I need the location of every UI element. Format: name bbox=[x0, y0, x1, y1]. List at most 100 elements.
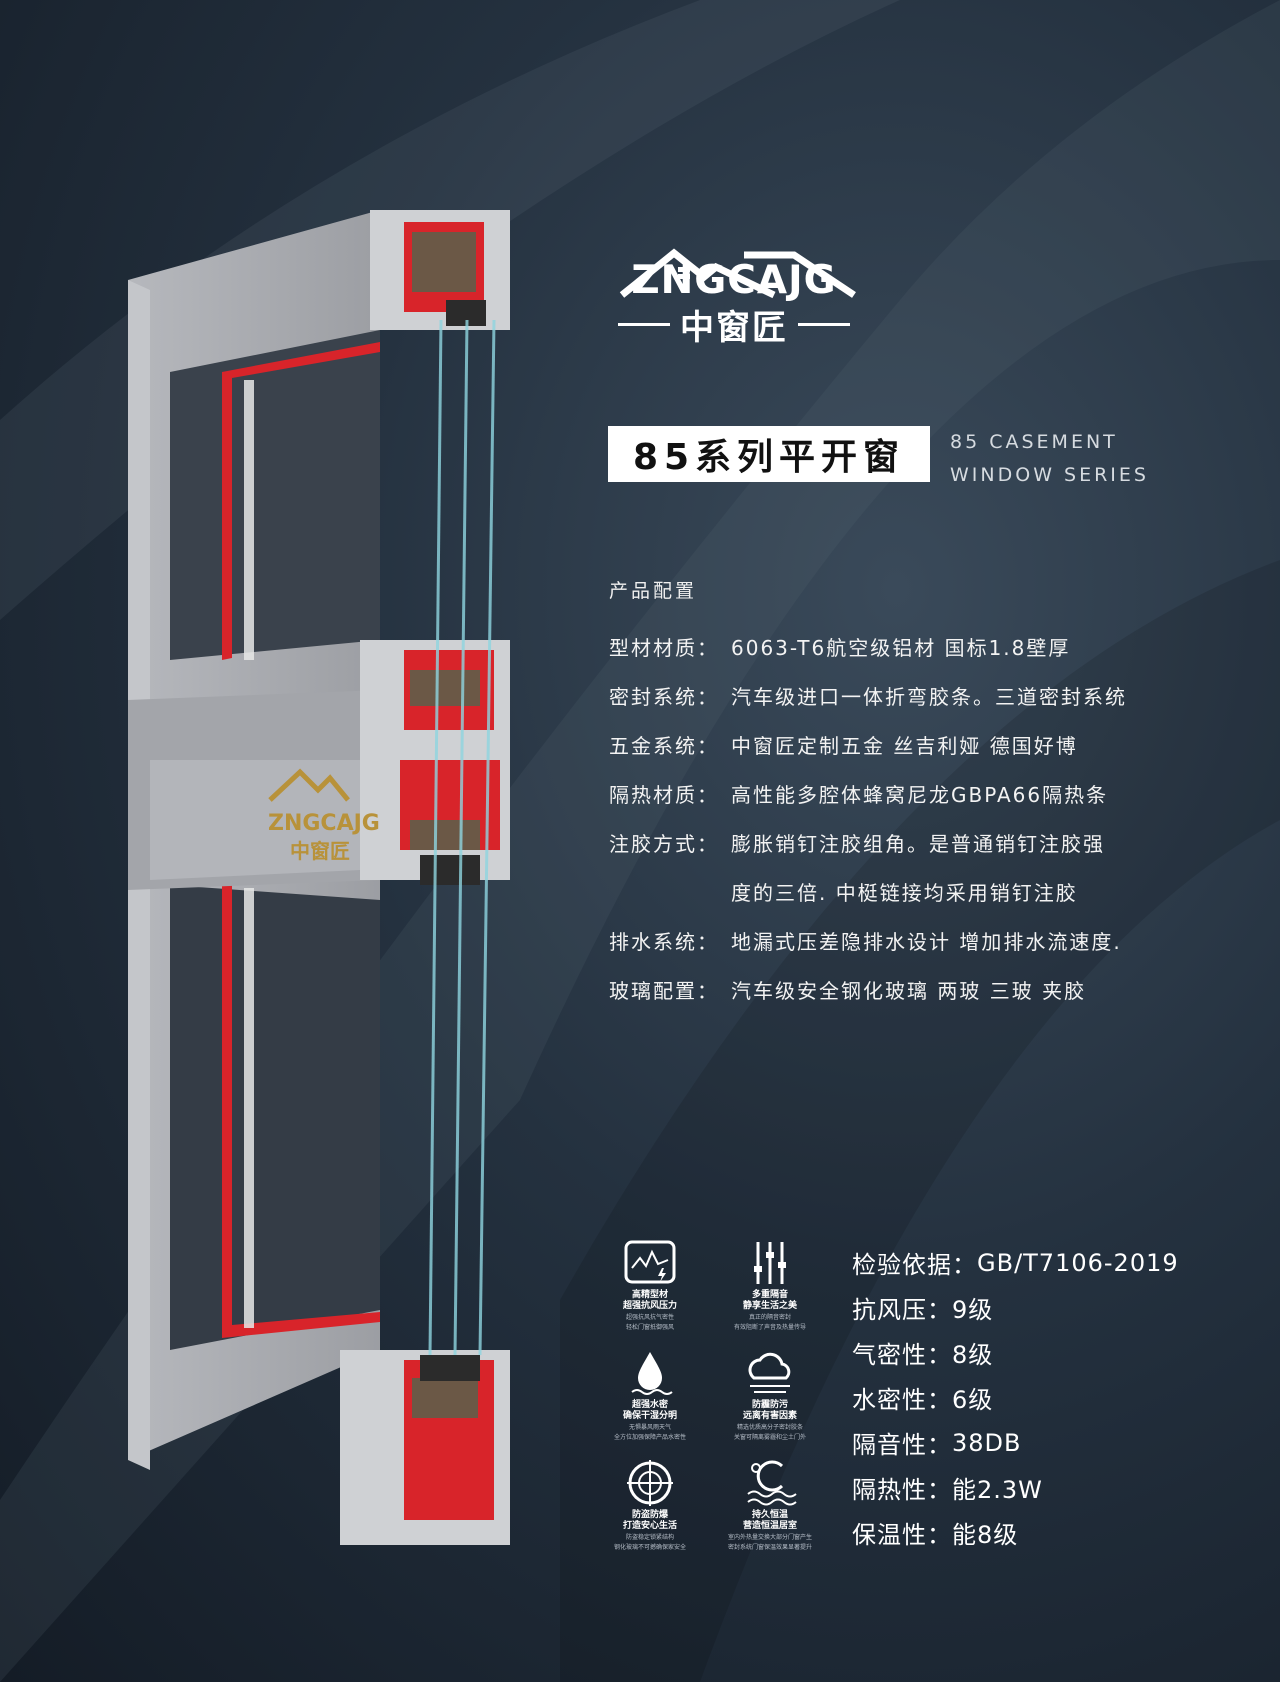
feature-sub: 防盗稳定锁紧结构 bbox=[625, 1534, 674, 1541]
feature-water: 超强水密 确保干湿分明 无惧暴风雨天气 全方位加强保障产品水密性 bbox=[590, 1348, 710, 1448]
spec-value: 中窗匠定制五金 丝吉利娅 德国好博 bbox=[731, 734, 1078, 758]
product-title-box: 85系列平开窗 bbox=[608, 426, 930, 482]
spec-value: 6063-T6航空级铝材 国标1.8壁厚 bbox=[731, 636, 1071, 660]
top-profile-section bbox=[370, 210, 510, 330]
feature-sub: 密封系统门窗保温效果显著提升 bbox=[727, 1544, 812, 1551]
pressure-monitor-icon bbox=[624, 1240, 676, 1284]
rating-row: 检验依据：GB/T7106-2019 bbox=[852, 1240, 1272, 1285]
feature-temperature: 持久恒温 营造恒温居室 室内外热量交换大部分门窗产生 密封系统门窗保温效果显著提… bbox=[710, 1458, 830, 1558]
frame-logo bbox=[268, 768, 350, 802]
water-drop-icon bbox=[631, 1352, 673, 1395]
brand-name-cn: 中窗匠 bbox=[680, 308, 788, 348]
bottom-profile-section bbox=[340, 1350, 510, 1545]
spec-row: 度的三倍. 中梃链接均采用销钉注胶 bbox=[609, 867, 1229, 916]
rating-value: GB/T7106-2019 bbox=[977, 1248, 1179, 1277]
brand-divider-left bbox=[618, 323, 670, 326]
rating-label: 抗风压： bbox=[852, 1296, 952, 1324]
top-glass-pane bbox=[170, 330, 380, 660]
feature-sub: 钢化玻璃不可撼确保家安全 bbox=[613, 1544, 686, 1551]
frame-logo-text: ZNGCAJG bbox=[268, 811, 380, 836]
spec-label: 排水系统： bbox=[609, 930, 719, 954]
feature-title: 多重隔音 bbox=[751, 1290, 788, 1300]
feature-title: 超强抗风压力 bbox=[622, 1301, 677, 1311]
spec-row: 排水系统： 地漏式压差隐排水设计 增加排水流速度. bbox=[609, 916, 1229, 965]
brand-divider-right bbox=[798, 323, 850, 326]
spec-label: 玻璃配置： bbox=[609, 979, 719, 1003]
product-title-en-line1: 85 CASEMENT bbox=[950, 431, 1118, 453]
spec-row: 型材材质： 6063-T6航空级铝材 国标1.8壁厚 bbox=[609, 622, 1229, 671]
rating-value: 9级 bbox=[952, 1296, 994, 1324]
spec-label: 五金系统： bbox=[609, 734, 719, 758]
frame-logo-cn: 中窗匠 bbox=[290, 839, 350, 863]
feature-sub: 超强抗风抗气密性 bbox=[625, 1314, 674, 1321]
spec-label: 型材材质： bbox=[609, 636, 719, 660]
rating-label: 隔音性： bbox=[852, 1431, 952, 1459]
feature-sub: 无惧暴风雨天气 bbox=[628, 1424, 671, 1431]
spec-label: 隔热材质： bbox=[609, 783, 719, 807]
bottom-glass-pane bbox=[170, 885, 380, 1350]
rating-value: 能8级 bbox=[952, 1521, 1019, 1549]
feature-title: 远离有害因素 bbox=[742, 1411, 797, 1421]
rating-row: 隔音性：38DB bbox=[852, 1420, 1272, 1465]
spec-row: 密封系统： 汽车级进口一体折弯胶条。三道密封系统 bbox=[609, 671, 1229, 720]
feature-title: 静享生活之美 bbox=[742, 1301, 797, 1311]
product-title-en: 85 CASEMENT WINDOW SERIES bbox=[950, 426, 1149, 492]
spec-value: 汽车级安全钢化玻璃 两玻 三玻 夹胶 bbox=[731, 979, 1087, 1003]
rating-label: 气密性： bbox=[852, 1341, 952, 1369]
feature-sub: 全方位加强保障产品水密性 bbox=[613, 1434, 686, 1441]
spec-value: 度的三倍. 中梃链接均采用销钉注胶 bbox=[731, 881, 1078, 905]
spec-label: 密封系统： bbox=[609, 685, 719, 709]
feature-sound: 多重隔音 静享生活之美 真正的隔音密封 有效阻断了声音及热量传导 bbox=[710, 1238, 830, 1338]
feature-title: 高精型材 bbox=[631, 1290, 668, 1300]
spec-row: 玻璃配置： 汽车级安全钢化玻璃 两玻 三玻 夹胶 bbox=[609, 965, 1229, 1014]
rating-value: 能2.3W bbox=[952, 1476, 1043, 1504]
feature-title: 防霾防污 bbox=[751, 1400, 788, 1410]
feature-security: 防盗防爆 打造安心生活 防盗稳定锁紧结构 钢化玻璃不可撼确保家安全 bbox=[590, 1458, 710, 1558]
rating-label: 隔热性： bbox=[852, 1476, 952, 1504]
rating-label: 保温性： bbox=[852, 1521, 952, 1549]
spec-value: 高性能多腔体蜂窝尼龙GBPA66隔热条 bbox=[731, 783, 1109, 807]
brand-cn-row: 中窗匠 bbox=[604, 300, 864, 349]
feature-title: 超强水密 bbox=[631, 1400, 668, 1410]
cloud-haze-icon bbox=[748, 1352, 791, 1393]
rating-value: 8级 bbox=[952, 1341, 994, 1369]
spec-row: 注胶方式： 膨胀销钉注胶组角。是普通销钉注胶强 bbox=[609, 818, 1229, 867]
rating-label: 水密性： bbox=[852, 1386, 952, 1414]
ratings-list: 检验依据：GB/T7106-2019 抗风压：9级 气密性：8级 水密性：6级 … bbox=[852, 1240, 1272, 1555]
spec-heading: 产品配置 bbox=[609, 580, 698, 602]
feature-title: 营造恒温居室 bbox=[742, 1521, 797, 1531]
equalizer-icon bbox=[754, 1242, 786, 1284]
spec-row: 五金系统： 中窗匠定制五金 丝吉利娅 德国好博 bbox=[609, 720, 1229, 769]
spec-label: 注胶方式： bbox=[609, 832, 719, 856]
spec-value: 汽车级进口一体折弯胶条。三道密封系统 bbox=[731, 685, 1127, 709]
brand-logo-roof bbox=[619, 248, 856, 299]
spec-value: 地漏式压差隐排水设计 增加排水流速度. bbox=[731, 930, 1122, 954]
feature-title: 确保干湿分明 bbox=[622, 1411, 677, 1421]
feature-title: 打造安心生活 bbox=[622, 1521, 677, 1531]
rating-row: 隔热性：能2.3W bbox=[852, 1465, 1272, 1510]
feature-haze: 防霾防污 远离有害因素 精选优质高分子密封胶条 关窗可隔离雾霾和尘土门外 bbox=[710, 1348, 830, 1448]
feature-sub: 真正的隔音密封 bbox=[748, 1314, 791, 1321]
feature-sub: 轻松门窗抵御强风 bbox=[625, 1324, 674, 1331]
feature-title: 防盗防爆 bbox=[631, 1510, 668, 1520]
feature-sub: 室内外热量交换大部分门窗产生 bbox=[727, 1534, 812, 1541]
spec-value: 膨胀销钉注胶组角。是普通销钉注胶强 bbox=[731, 832, 1105, 856]
target-icon bbox=[627, 1460, 673, 1506]
rating-row: 抗风压：9级 bbox=[852, 1285, 1272, 1330]
feature-sub: 有效阻断了声音及热量传导 bbox=[733, 1324, 806, 1331]
spec-list: 型材材质： 6063-T6航空级铝材 国标1.8壁厚 密封系统： 汽车级进口一体折弯… bbox=[609, 622, 1229, 1014]
rating-label: 检验依据： bbox=[852, 1251, 977, 1279]
feature-title: 持久恒温 bbox=[751, 1510, 788, 1520]
feature-sub: 精选优质高分子密封胶条 bbox=[736, 1424, 803, 1431]
brand-wordmark: ZNGCAJG bbox=[631, 258, 837, 303]
feature-grid: 高精型材 超强抗风压力 超强抗风抗气密性 轻松门窗抵御强风 多重隔音 静享生活之… bbox=[590, 1238, 830, 1558]
rating-row: 保温性：能8级 bbox=[852, 1510, 1272, 1555]
spec-row: 隔热材质： 高性能多腔体蜂窝尼龙GBPA66隔热条 bbox=[609, 769, 1229, 818]
sun-wave-icon bbox=[747, 1460, 797, 1506]
product-title-cn: 85系列平开窗 bbox=[632, 437, 906, 478]
rating-row: 水密性：6级 bbox=[852, 1375, 1272, 1420]
feature-wind-pressure: 高精型材 超强抗风压力 超强抗风抗气密性 轻松门窗抵御强风 bbox=[590, 1238, 710, 1338]
product-title-en-line2: WINDOW SERIES bbox=[950, 464, 1149, 486]
rating-value: 6级 bbox=[952, 1386, 994, 1414]
rating-row: 气密性：8级 bbox=[852, 1330, 1272, 1375]
